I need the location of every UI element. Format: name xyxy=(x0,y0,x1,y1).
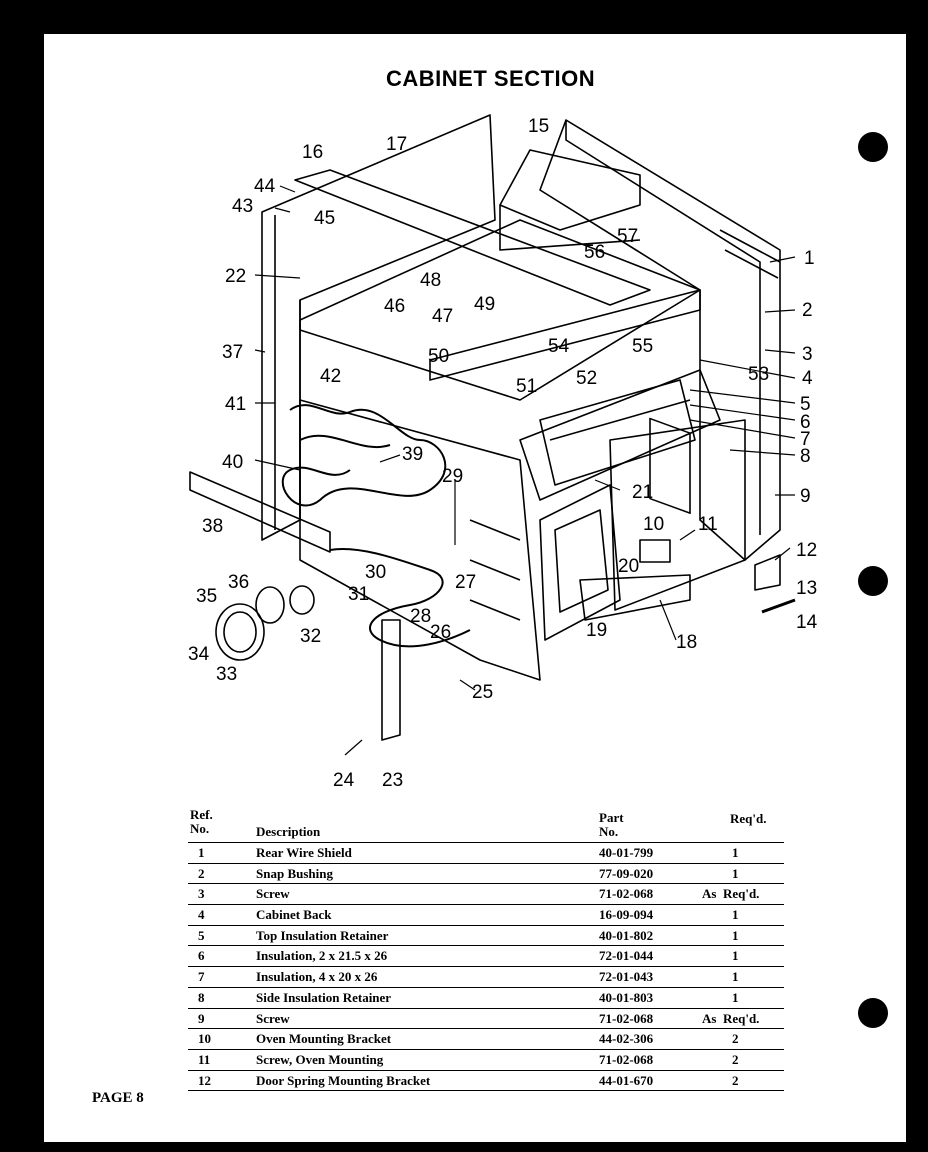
callout-47: 47 xyxy=(432,306,453,327)
callout-17: 17 xyxy=(386,134,407,155)
header-description: Description xyxy=(256,824,321,839)
callout-15: 15 xyxy=(528,116,549,137)
callout-33: 33 xyxy=(216,664,237,685)
parts-table-header: Ref. No. Description Part No. Req'd. xyxy=(188,808,784,842)
callout-52: 52 xyxy=(576,368,597,389)
callout-55: 55 xyxy=(632,336,653,357)
leader-lines xyxy=(254,185,796,756)
callout-11: 11 xyxy=(698,514,718,535)
insulation-drawing xyxy=(539,379,696,486)
callout-10: 10 xyxy=(643,514,664,535)
binder-hole-top xyxy=(858,132,888,162)
header-reqd: Req'd. xyxy=(730,811,767,826)
callout-25: 25 xyxy=(472,682,493,703)
callout-57: 57 xyxy=(617,226,638,247)
callout-23: 23 xyxy=(382,770,403,791)
callout-24: 24 xyxy=(333,770,355,791)
header-part-no: Part No. xyxy=(599,810,624,839)
top-frame-drawing xyxy=(294,149,721,501)
callout-44: 44 xyxy=(254,176,276,197)
callout-14: 14 xyxy=(796,612,818,633)
exploded-cabinet-diagram: 1 2 3 4 5 6 7 8 9 10 11 12 13 14 15 16 1… xyxy=(188,114,818,791)
callout-34: 34 xyxy=(188,644,210,665)
callout-45: 45 xyxy=(314,208,335,229)
callout-4: 4 xyxy=(802,368,813,389)
door-spring-bracket-drawing xyxy=(754,554,781,591)
bake-element-drawing xyxy=(329,548,471,648)
callout-12: 12 xyxy=(796,540,817,561)
callout-40: 40 xyxy=(222,452,243,473)
callout-49: 49 xyxy=(474,294,495,315)
callout-54: 54 xyxy=(548,336,570,357)
callout-16: 16 xyxy=(302,142,323,163)
callout-9: 9 xyxy=(800,486,811,507)
cabinet-back-drawing xyxy=(539,119,781,561)
callout-43: 43 xyxy=(232,196,253,217)
page-number: PAGE 8 xyxy=(92,1090,144,1106)
callout-13: 13 xyxy=(796,578,817,599)
callout-31: 31 xyxy=(348,584,369,605)
callout-2: 2 xyxy=(802,300,813,321)
callout-19: 19 xyxy=(586,620,607,641)
callout-50: 50 xyxy=(428,346,449,367)
callout-18: 18 xyxy=(676,632,697,653)
bracket-drawing xyxy=(381,619,401,741)
spring-drawing xyxy=(761,598,796,614)
callout-35: 35 xyxy=(196,586,217,607)
callout-46: 46 xyxy=(384,296,405,317)
oven-light-drawing xyxy=(215,585,315,661)
callout-36: 36 xyxy=(228,572,249,593)
callout-8: 8 xyxy=(800,446,811,467)
callout-1: 1 xyxy=(804,248,815,269)
binder-hole-bottom xyxy=(858,998,888,1028)
oven-front-drawing xyxy=(299,399,746,681)
callout-27: 27 xyxy=(455,572,476,593)
header-ref: Ref. No. xyxy=(190,807,213,836)
callout-32: 32 xyxy=(300,626,321,647)
callout-56: 56 xyxy=(584,242,605,263)
callout-48: 48 xyxy=(420,270,441,291)
callout-7: 7 xyxy=(800,429,811,450)
callout-5: 5 xyxy=(800,394,811,415)
callout-6: 6 xyxy=(800,412,811,433)
callout-20: 20 xyxy=(618,556,639,577)
callout-37: 37 xyxy=(222,342,243,363)
callout-28: 28 xyxy=(410,606,431,627)
page-title: CABINET SECTION xyxy=(386,66,596,91)
callout-numbers: 1 2 3 4 5 6 7 8 9 10 11 12 13 14 15 16 1… xyxy=(188,116,818,791)
callout-42: 42 xyxy=(320,366,341,387)
callout-39: 39 xyxy=(402,444,423,465)
kick-plate-drawing xyxy=(189,471,331,553)
callout-53: 53 xyxy=(748,364,769,385)
callout-22: 22 xyxy=(225,266,246,287)
callout-38: 38 xyxy=(202,516,223,537)
callout-51: 51 xyxy=(516,376,537,397)
callout-29: 29 xyxy=(442,466,463,487)
callout-30: 30 xyxy=(365,562,386,583)
mounting-bracket-drawing xyxy=(639,539,671,563)
callout-21: 21 xyxy=(632,482,653,503)
callout-41: 41 xyxy=(225,394,246,415)
broil-element-drawing xyxy=(281,404,447,507)
binder-hole-middle xyxy=(858,566,888,596)
callout-3: 3 xyxy=(802,344,813,365)
callout-26: 26 xyxy=(430,622,451,643)
